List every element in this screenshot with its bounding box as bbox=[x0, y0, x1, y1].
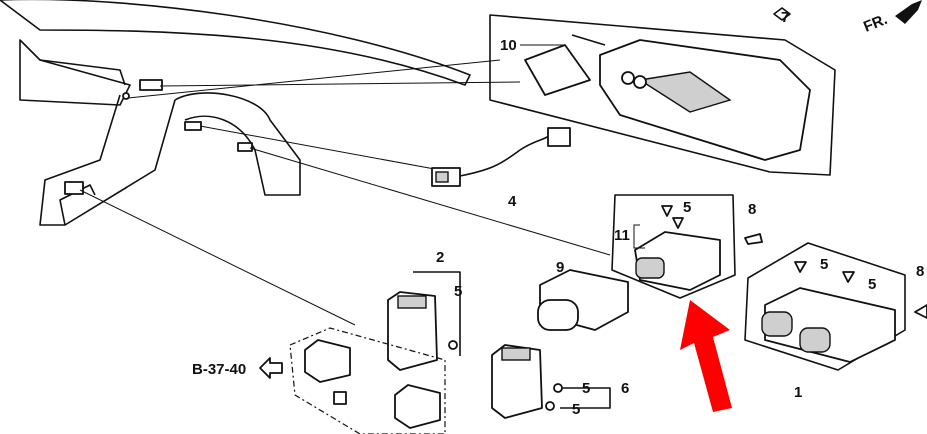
blank-covers-group bbox=[289, 327, 446, 434]
callout-2: 2 bbox=[436, 249, 444, 266]
callout-5-c: 5 bbox=[820, 256, 828, 273]
part-1-box bbox=[744, 233, 927, 371]
callout-6: 6 bbox=[621, 380, 629, 397]
callout-11: 11 bbox=[614, 227, 630, 244]
part-11-box bbox=[611, 194, 736, 299]
reference-arrow-icon bbox=[259, 357, 283, 379]
reference-label: B-37-40 bbox=[192, 361, 246, 378]
callout-labels: 7 10 FR. 4 5 8 11 9 2 5 5 5 8 1 6 5 5 B-… bbox=[192, 9, 924, 418]
callout-5-b: 5 bbox=[454, 283, 462, 300]
part-2-switch bbox=[387, 271, 461, 371]
callout-8-b: 8 bbox=[916, 263, 924, 280]
callout-5-d: 5 bbox=[868, 276, 876, 293]
callout-9: 9 bbox=[556, 259, 564, 276]
front-direction-arrow-icon bbox=[895, 0, 922, 24]
leader-lines bbox=[79, 59, 611, 326]
dashboard-panel bbox=[0, 0, 471, 226]
callout-5-a: 5 bbox=[683, 199, 691, 216]
callout-1: 1 bbox=[794, 384, 802, 401]
highlight-arrow-icon bbox=[680, 300, 732, 412]
callout-8-a: 8 bbox=[748, 201, 756, 218]
front-direction-label: FR. bbox=[861, 11, 890, 36]
part-4-harness bbox=[431, 127, 571, 187]
callout-7: 7 bbox=[781, 9, 789, 26]
part-7-assembly bbox=[489, 7, 836, 176]
callout-4: 4 bbox=[508, 193, 517, 210]
part-6-switch bbox=[491, 344, 611, 419]
callout-5-e: 5 bbox=[582, 380, 590, 397]
callout-5-f: 5 bbox=[572, 401, 580, 418]
part-9 bbox=[537, 269, 629, 331]
callout-10: 10 bbox=[500, 37, 517, 54]
